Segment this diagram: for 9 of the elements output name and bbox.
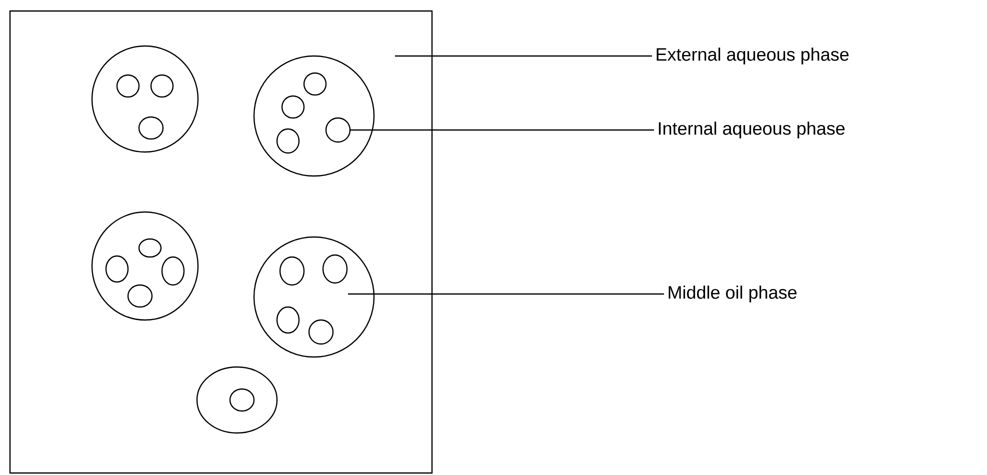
droplet: [325, 117, 351, 143]
globule: [253, 236, 375, 358]
label-text: Internal aqueous phase: [658, 122, 845, 138]
leader-line: [395, 55, 652, 57]
label-text: External aqueous phase: [656, 48, 849, 64]
leader-line: [350, 129, 654, 131]
label-text: Middle oil phase: [668, 286, 797, 302]
outer-box: [9, 10, 433, 474]
leader-line: [348, 293, 664, 295]
